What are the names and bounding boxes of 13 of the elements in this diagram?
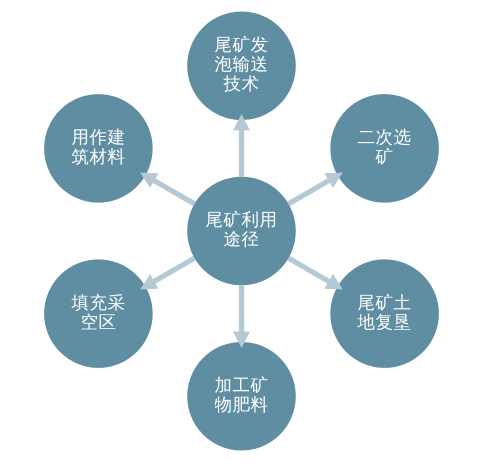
arrow — [286, 172, 342, 206]
arrow — [232, 284, 250, 348]
node-circle: 二次选矿 — [330, 94, 438, 203]
node-circle: 尾矿利用途径 — [186, 176, 296, 286]
node-circle: 加工矿物肥料 — [186, 342, 296, 451]
arrow — [140, 256, 196, 290]
arrow — [232, 114, 250, 178]
node-circle: 用作建筑材料 — [44, 94, 152, 203]
node-circle: 尾矿土地复垦 — [330, 259, 438, 368]
arrow — [286, 256, 342, 290]
arrow — [140, 172, 196, 206]
node-circle: 尾矿发泡输送技术 — [186, 11, 296, 120]
node-circle: 填充采空区 — [44, 259, 152, 368]
